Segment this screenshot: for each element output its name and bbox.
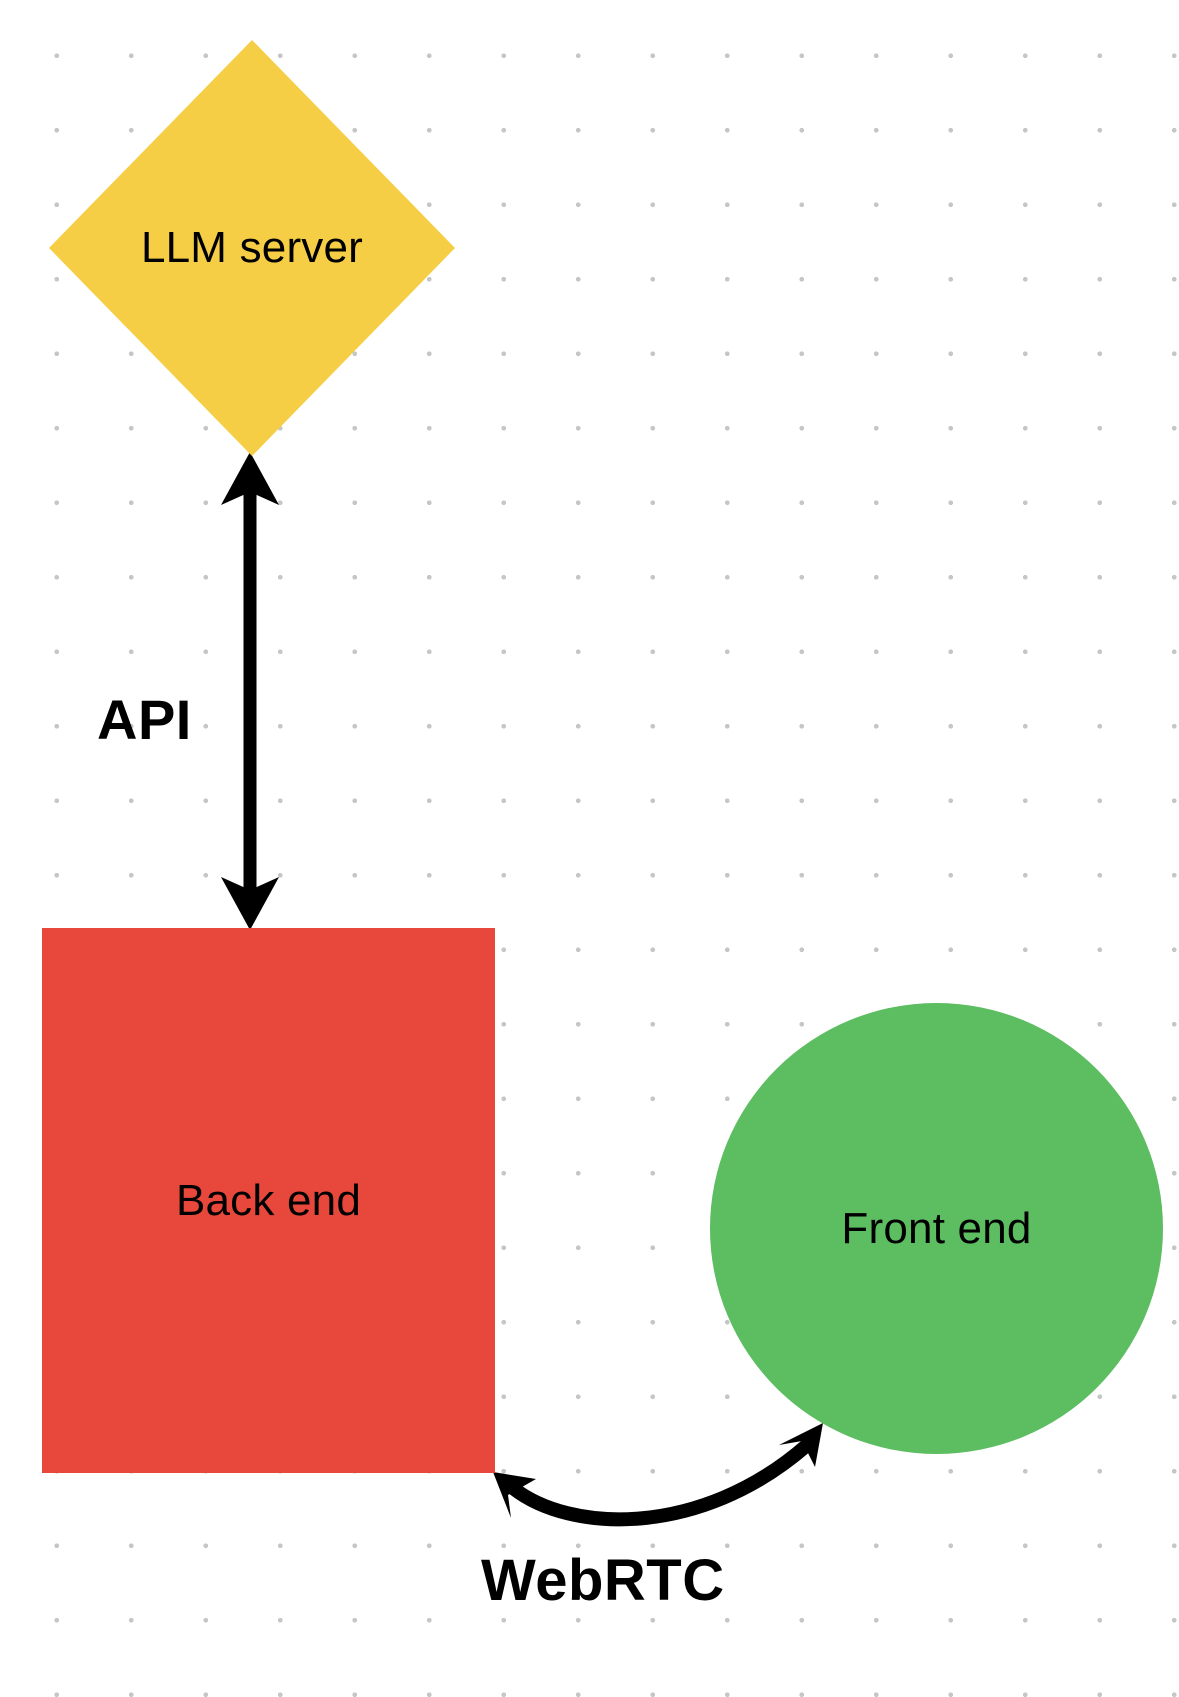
edge-label-webrtc: WebRTC [481,1548,725,1613]
webrtc-arrow-shaft [506,1439,813,1527]
node-llm-server[interactable]: LLM server [49,40,455,456]
node-back-end-label: Back end [175,1175,362,1225]
node-front-end[interactable]: Front end [710,1003,1163,1454]
node-llm-server-label: LLM server [140,223,364,272]
api-arrow [221,452,279,930]
node-front-end-label: Front end [841,1203,1032,1253]
api-arrow-head-down [221,877,279,930]
node-back-end[interactable]: Back end [42,928,495,1473]
api-arrow-head-up [221,452,279,505]
edge-label-api: API [97,688,192,751]
webrtc-arrow-head-left [493,1472,536,1518]
